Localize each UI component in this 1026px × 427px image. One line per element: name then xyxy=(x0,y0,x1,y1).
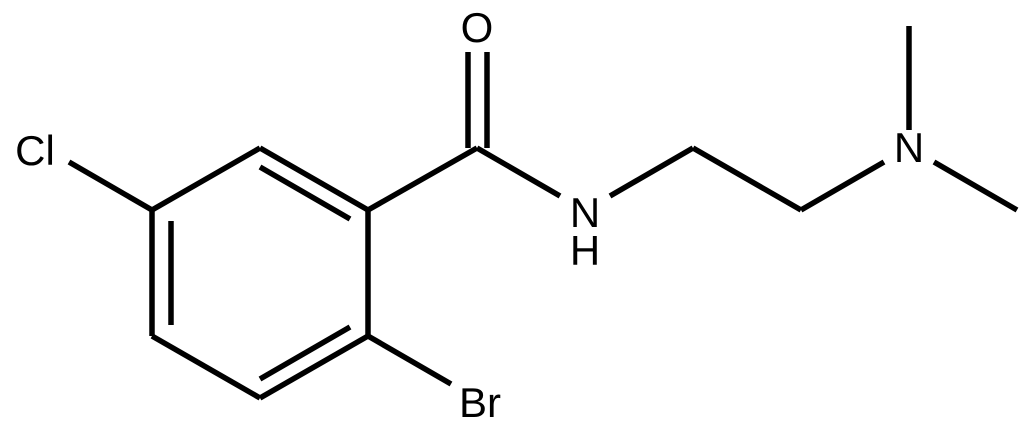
chlorine-label: Cl xyxy=(15,127,55,174)
oxygen-label: O xyxy=(461,4,494,51)
amine-nitrogen-label: N xyxy=(894,124,924,171)
bond-amine-n-to-methyl-down xyxy=(932,159,1019,213)
bond-carbonyl-to-nh xyxy=(475,145,562,199)
bond-ring-to-bromine xyxy=(366,333,453,387)
ring-bond-c2-c3 xyxy=(150,145,262,213)
bond-nh-to-ch2 xyxy=(608,145,695,199)
ring-double-bond-inner-bottom xyxy=(258,324,352,382)
ring-double-bond-inner-top xyxy=(258,164,352,222)
bond-ring-to-chlorine xyxy=(67,159,154,213)
bond-ring-to-carbonyl xyxy=(366,145,479,213)
ring-bond-c4-c5 xyxy=(150,333,262,401)
amide-hydrogen-label: H xyxy=(570,227,600,274)
bond-ch2-to-ch2 xyxy=(691,145,803,213)
amide-nitrogen-label: N xyxy=(570,189,600,236)
bromine-label: Br xyxy=(459,379,501,426)
benzene-ring xyxy=(149,145,371,401)
bond-ch2-to-amine-n xyxy=(799,159,886,213)
ring-bond-c5-c6 xyxy=(258,333,370,401)
ring-bond-c1-c2 xyxy=(258,145,370,213)
